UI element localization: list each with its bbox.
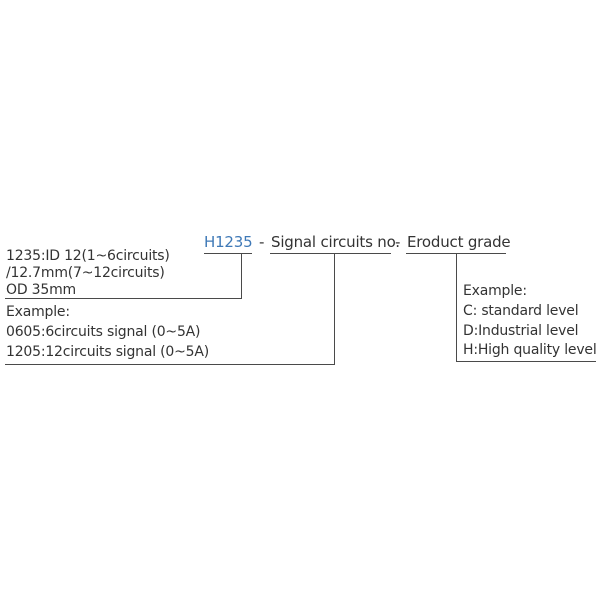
- example-line: 1205:12circuits signal (0~5A): [6, 344, 209, 360]
- model-code: H1235: [204, 233, 253, 251]
- spec-line: /12.7mm(7~12circuits): [6, 265, 165, 281]
- signal-circuits-underline: [270, 253, 391, 254]
- signal-circuits-connector-horizontal: [5, 364, 335, 365]
- grade-line: C: standard level: [463, 303, 579, 319]
- signal-circuits-connector-vertical: [334, 253, 335, 365]
- signal-circuits-label: Signal circuits no.: [271, 233, 400, 251]
- example-line: 0605:6circuits signal (0~5A): [6, 324, 201, 340]
- separator: -: [395, 233, 401, 251]
- spec-line: 1235:ID 12(1~6circuits): [6, 248, 170, 264]
- grade-example-heading: Example:: [463, 283, 527, 299]
- product-grade-connector-horizontal: [456, 361, 596, 362]
- model-code-connector-horizontal: [5, 298, 242, 299]
- spec-line: OD 35mm: [6, 282, 76, 298]
- model-code-connector-vertical: [241, 253, 242, 299]
- grade-line: D:Industrial level: [463, 323, 579, 339]
- example-heading: Example:: [6, 304, 70, 320]
- separator: -: [259, 233, 265, 251]
- product-grade-connector-vertical: [456, 253, 457, 362]
- product-grade-label: Eroduct grade: [407, 233, 511, 251]
- grade-line: H:High quality level: [463, 342, 597, 358]
- model-code-underline: [204, 253, 252, 254]
